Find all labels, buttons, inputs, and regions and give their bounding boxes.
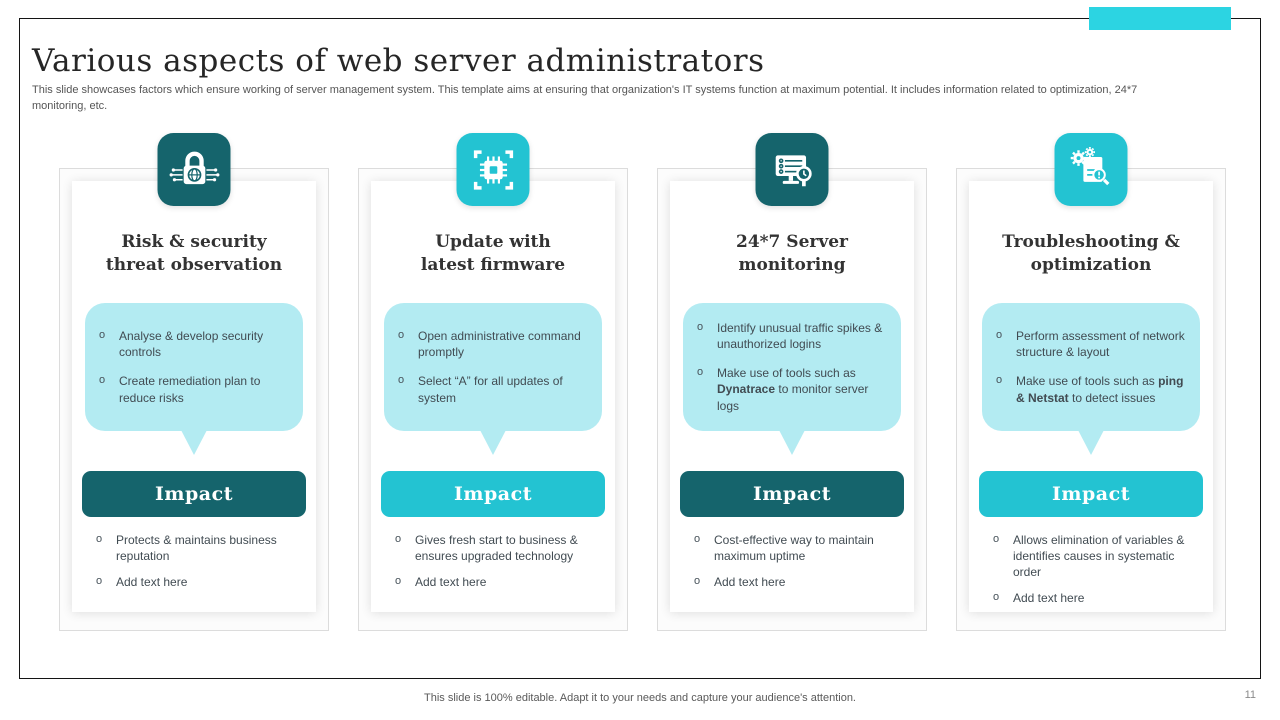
- impact-button[interactable]: Impact: [680, 470, 904, 517]
- speech-bubble: o Open administrative command promptly o…: [384, 302, 602, 431]
- bullet-marker: o: [694, 532, 701, 545]
- column-firmware-update: Update with latest firmware o Open admin…: [358, 133, 628, 631]
- bullet-marker: o: [996, 329, 1003, 341]
- impact-button[interactable]: Impact: [979, 470, 1203, 517]
- firmware-chip-icon: [473, 149, 513, 190]
- card-title: Update with latest firmware: [420, 232, 566, 275]
- bubble-point: o Make use of tools such as Dynatrace to…: [697, 366, 869, 413]
- server-monitoring-icon: [775, 154, 812, 186]
- column-card: Update with latest firmware o Open admin…: [371, 181, 615, 612]
- speech-bubble: o Perform assessment of network structur…: [982, 302, 1200, 431]
- troubleshooting-doc-icon: [1070, 146, 1109, 185]
- icon-badge: [755, 133, 829, 206]
- column-server-monitoring: 24*7 Server monitoring o Identify unusua…: [657, 133, 927, 631]
- impact-point: o Allows elimination of variables & iden…: [993, 532, 1185, 580]
- bubble-tail: [480, 429, 506, 455]
- bullet-marker: o: [99, 374, 106, 387]
- page-number: 11: [1244, 689, 1256, 701]
- impact-points: o Protects & maintains business reputati…: [80, 532, 308, 591]
- page-title: Various aspects of web server administra…: [32, 42, 765, 79]
- impact-points: o Cost-effective way to maintain maximum…: [678, 532, 906, 591]
- icon-badge: [1054, 133, 1128, 206]
- bubble-point: o Identify unusual traffic spikes & unau…: [697, 320, 883, 352]
- bubble-point: o Select “A” for all updates of system: [398, 374, 563, 405]
- bullet-marker: o: [993, 591, 1000, 604]
- bubble-point: o Create remediation plan to reduce risk…: [99, 374, 261, 405]
- bubble-point: o Make use of tools such as ping & Netst…: [996, 374, 1184, 405]
- bubble-tail: [1078, 429, 1104, 455]
- column-risk-security: Risk & security threat observation o Ana…: [59, 133, 329, 631]
- bullet-marker: o: [993, 532, 1000, 545]
- column-card: Troubleshooting & optimization o Perform…: [969, 181, 1213, 612]
- bullet-marker: o: [398, 329, 405, 341]
- impact-points: o Gives fresh start to business & ensure…: [379, 532, 607, 591]
- impact-point: o Protects & maintains business reputati…: [96, 532, 277, 564]
- bullet-marker: o: [395, 575, 402, 588]
- bullet-marker: o: [996, 374, 1003, 387]
- column-troubleshooting: Troubleshooting & optimization o Perform…: [956, 133, 1226, 631]
- column-card: 24*7 Server monitoring o Identify unusua…: [670, 181, 914, 612]
- bullet-marker: o: [96, 575, 103, 588]
- accent-bar: [1089, 7, 1231, 30]
- card-title: Troubleshooting & optimization: [1002, 232, 1180, 275]
- column-card: Risk & security threat observation o Ana…: [72, 181, 316, 612]
- bullet-marker: o: [697, 366, 704, 379]
- bullet-marker: o: [398, 374, 405, 387]
- footer-note: This slide is 100% editable. Adapt it to…: [424, 692, 856, 704]
- page-subtitle: This slide showcases factors which ensur…: [32, 84, 1138, 112]
- bubble-tail: [779, 429, 805, 455]
- impact-point: o Gives fresh start to business & ensure…: [395, 532, 578, 564]
- impact-point: o Add text here: [395, 575, 487, 590]
- impact-point: o Add text here: [993, 591, 1085, 606]
- bubble-point: o Analyse & develop security controls: [99, 329, 264, 360]
- columns-container: Risk & security threat observation o Ana…: [59, 133, 1226, 631]
- impact-point: o Add text here: [694, 575, 786, 590]
- impact-button[interactable]: Impact: [381, 470, 605, 517]
- bullet-marker: o: [694, 575, 701, 588]
- bubble-point: o Open administrative command promptly: [398, 329, 581, 360]
- speech-bubble: o Identify unusual traffic spikes & unau…: [683, 302, 901, 431]
- bullet-marker: o: [395, 532, 402, 545]
- icon-badge: [456, 133, 530, 206]
- card-title: 24*7 Server monitoring: [736, 232, 848, 275]
- bullet-marker: o: [96, 532, 103, 545]
- bubble-point: o Perform assessment of network structur…: [996, 329, 1185, 360]
- bullet-marker: o: [697, 320, 704, 333]
- impact-point: o Add text here: [96, 575, 188, 590]
- speech-bubble: o Analyse & develop security controls o …: [85, 302, 303, 431]
- bullet-marker: o: [99, 329, 106, 341]
- impact-point: o Cost-effective way to maintain maximum…: [694, 532, 874, 564]
- impact-points: o Allows elimination of variables & iden…: [977, 532, 1205, 607]
- card-title: Risk & security threat observation: [105, 232, 283, 275]
- icon-badge: [157, 133, 231, 206]
- bubble-tail: [181, 429, 207, 455]
- impact-button[interactable]: Impact: [82, 470, 306, 517]
- secure-network-lock-icon: [169, 151, 219, 184]
